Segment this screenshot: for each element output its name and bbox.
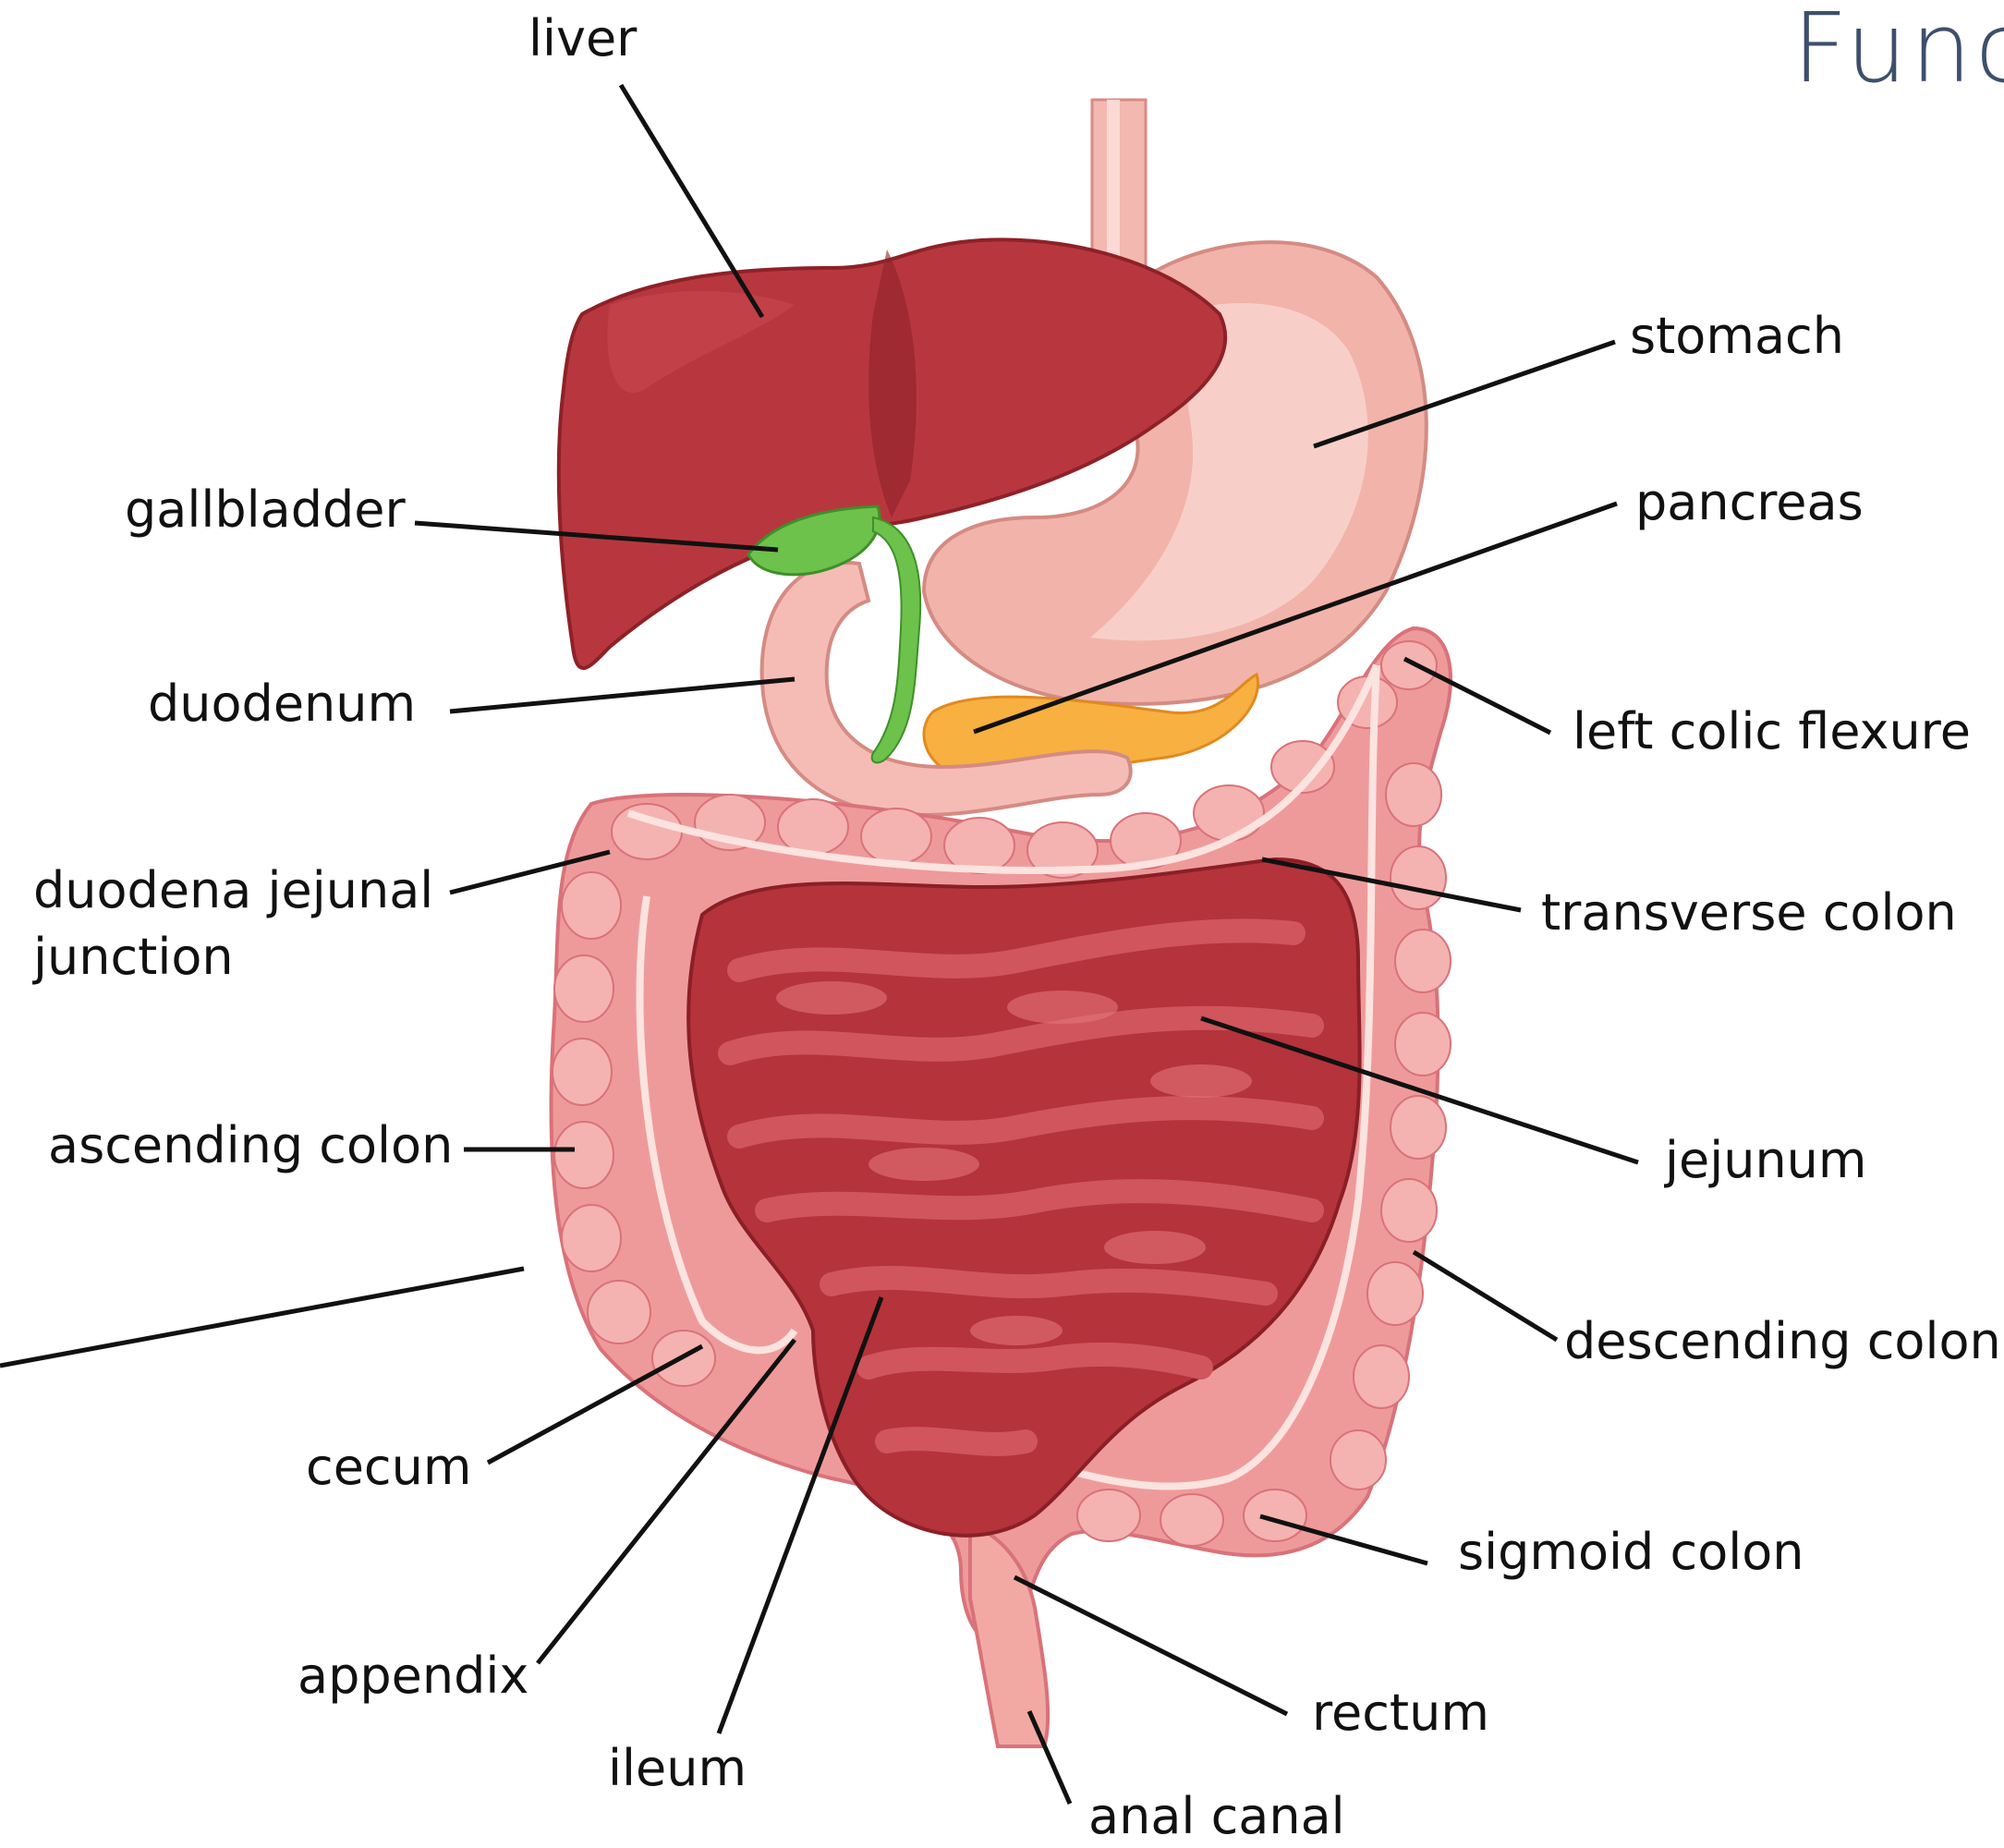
label-gallbladder: gallbladder: [125, 479, 406, 541]
label-appendix: appendix: [298, 1645, 528, 1708]
leader-duodenum: [450, 679, 795, 711]
label-duodena-jejunal-line2: junction: [33, 926, 234, 989]
label-rectum: rectum: [1312, 1682, 1489, 1745]
label-ascending-colon: ascending colon: [48, 1114, 453, 1177]
label-pancreas: pancreas: [1635, 471, 1864, 534]
label-duodena-jejunal-line1: duodena jejunal: [33, 859, 433, 922]
label-anal-canal: anal canal: [1088, 1785, 1345, 1848]
label-jejunum: jejunum: [1665, 1129, 1867, 1192]
leader-anal-canal: [1029, 1711, 1070, 1804]
leader-rectum: [1014, 1577, 1287, 1714]
leader-unlabeled: [0, 1269, 524, 1366]
label-duodenum: duodenum: [148, 673, 416, 736]
label-transverse-colon: transverse colon: [1541, 881, 1957, 944]
leader-descending-colon: [1414, 1252, 1557, 1340]
label-liver: liver: [528, 7, 637, 70]
label-left-colic-flexure: left colic flexure: [1573, 700, 1971, 763]
label-stomach: stomach: [1630, 305, 1844, 368]
label-cecum: cecum: [306, 1436, 471, 1499]
label-sigmoid-colon: sigmoid colon: [1458, 1521, 1804, 1584]
label-descending-colon: descending colon: [1564, 1310, 2001, 1373]
label-ileum: ileum: [608, 1737, 747, 1800]
